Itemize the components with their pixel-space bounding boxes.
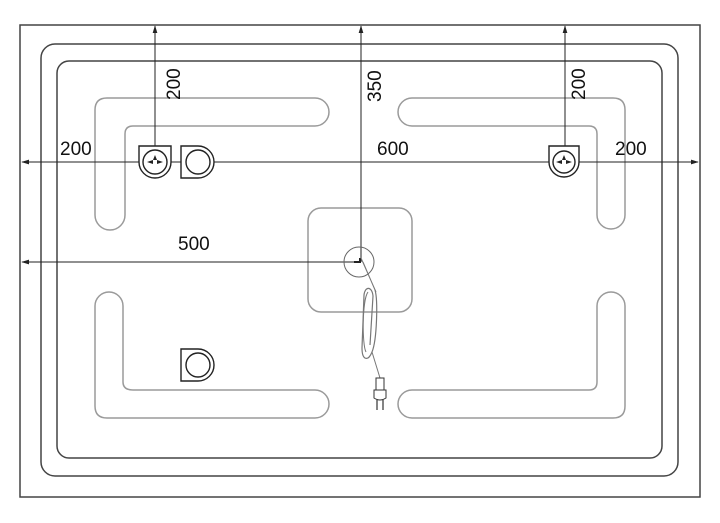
dim-label-right-switch-right: 200 — [615, 139, 647, 160]
mirror-inner-frame — [56, 60, 663, 459]
touch-switch-left[interactable] — [138, 145, 172, 179]
switch-button-left[interactable] — [180, 145, 215, 179]
led-strip-bottom-left — [94, 291, 330, 419]
led-strip-bottom-right — [397, 291, 626, 419]
dim-label-left-top: 200 — [164, 68, 185, 100]
led-strip-top-right — [397, 97, 626, 230]
touch-switch-right[interactable] — [548, 145, 580, 178]
dim-label-right-top: 200 — [569, 68, 590, 100]
mirror-middle-frame — [40, 43, 679, 477]
dim-label-sensor-top: 350 — [365, 70, 386, 102]
dim-label-sensor-left: 500 — [178, 234, 210, 255]
dim-label-switch-spacing: 600 — [377, 139, 409, 160]
crosshair-icon — [556, 155, 572, 164]
switch-button-bottom[interactable] — [180, 348, 215, 382]
mirror-outer-frame — [19, 24, 701, 498]
dim-label-left-switch-left: 200 — [60, 139, 92, 160]
defogger-pad — [307, 207, 413, 313]
led-strip-top-left — [94, 97, 330, 231]
plug-icon — [375, 377, 385, 391]
power-cord — [343, 246, 387, 410]
crosshair-icon — [147, 155, 163, 164]
